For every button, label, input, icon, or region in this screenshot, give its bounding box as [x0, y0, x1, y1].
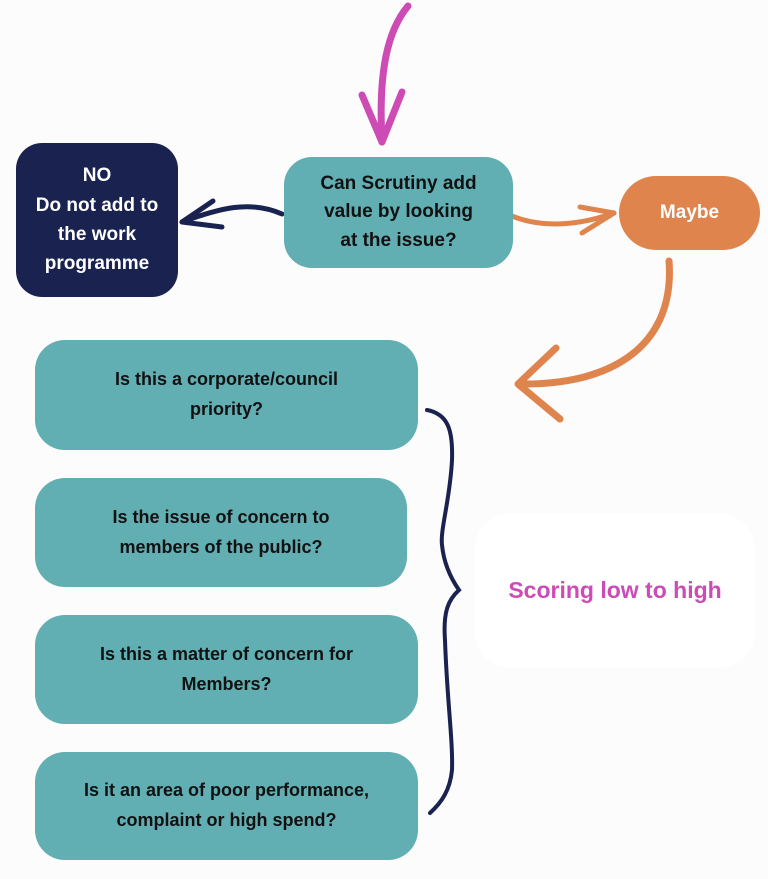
criterion-label: Is this a corporate/council priority? — [114, 369, 339, 419]
criterion-node: Is it an area of poor performance, compl… — [35, 752, 418, 860]
scoring-node: Scoring low to high — [475, 513, 755, 668]
criterion-label: Is this a matter of concern for Members? — [99, 643, 354, 694]
criterion-node: Is this a matter of concern for Members? — [35, 615, 418, 724]
criterion-label: Is the issue of concern to members of th… — [112, 506, 330, 557]
entry-arrow — [358, 2, 412, 146]
criteria-brace — [425, 408, 462, 815]
no-node-label: NO Do not add to the work programme — [35, 165, 159, 275]
criterion-node: Is this a corporate/council priority? — [35, 340, 418, 450]
criterion-node: Is the issue of concern to members of th… — [35, 478, 407, 587]
maybe-label: Maybe — [659, 201, 720, 223]
no-node: NO Do not add to the work programme — [16, 143, 178, 297]
maybe-node: Maybe — [619, 176, 760, 250]
criterion-label: Is it an area of poor performance, compl… — [83, 780, 370, 830]
no-arrow — [179, 198, 285, 230]
start-question-label: Can Scrutiny add value by looking at the… — [320, 172, 477, 251]
maybe-arrow — [502, 204, 617, 236]
start-question-node: Can Scrutiny add value by looking at the… — [284, 157, 513, 268]
criteria-arrow — [514, 257, 673, 423]
scoring-label: Scoring low to high — [508, 576, 722, 603]
